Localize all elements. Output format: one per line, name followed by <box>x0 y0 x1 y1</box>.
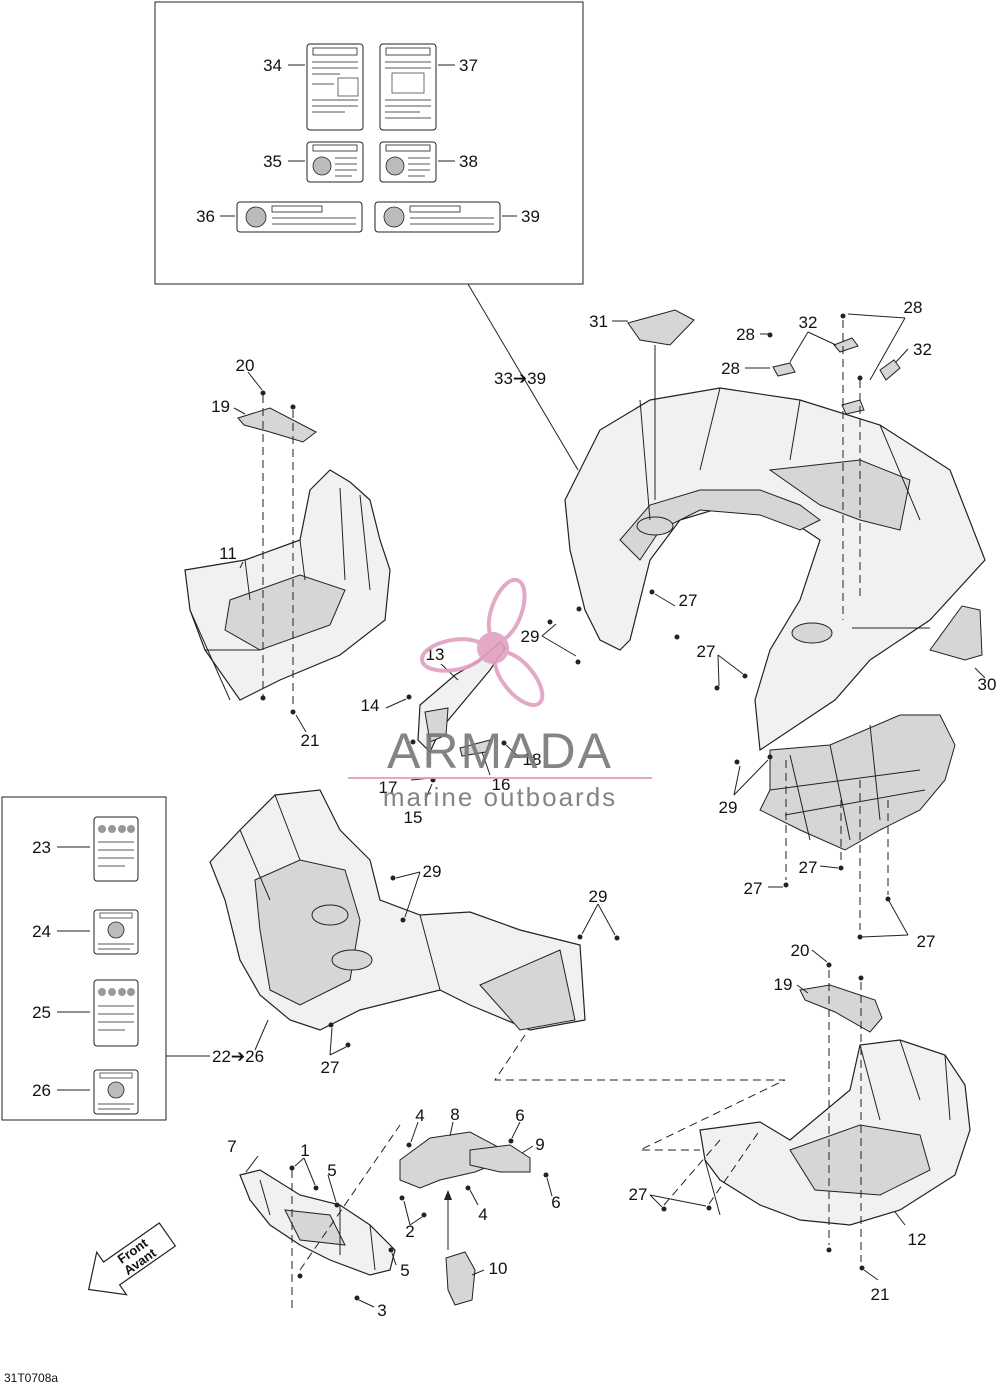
rear-decals-box: 34 37 35 38 36 39 <box>154 1 584 285</box>
callout-27-f: 27 <box>321 1058 340 1077</box>
callout-14: 14 <box>361 696 380 715</box>
front-decals-box: 23 24 25 26 <box>1 796 167 1121</box>
callout-39: 39 <box>521 207 540 226</box>
callout-26: 26 <box>32 1081 51 1100</box>
part-32-clips <box>772 337 901 415</box>
watermark-brand: ARMADA <box>387 723 613 779</box>
diagram-code: 31T0708a <box>4 1371 58 1385</box>
callout-21-right: 21 <box>871 1285 890 1304</box>
callout-34: 34 <box>263 56 282 75</box>
callout-27-d: 27 <box>744 879 763 898</box>
left-footwell-part-11 <box>184 469 391 701</box>
group-label-22-26: 22➔26 <box>212 1047 264 1066</box>
callout-3: 3 <box>377 1301 386 1320</box>
callout-11: 11 <box>219 544 237 563</box>
callout-28-c: 28 <box>904 298 923 317</box>
callout-21-left: 21 <box>301 731 320 750</box>
callout-8: 8 <box>450 1105 459 1124</box>
callout-28-a: 28 <box>736 325 755 344</box>
decal-35 <box>306 141 364 183</box>
decal-37 <box>379 43 437 131</box>
bracket-part-10 <box>445 1251 476 1306</box>
callout-16: 16 <box>492 775 511 794</box>
callout-7: 7 <box>227 1137 236 1156</box>
callout-19-left: 19 <box>211 397 230 416</box>
center-bracket-part-13 <box>417 641 506 757</box>
callout-4-a: 4 <box>415 1106 424 1125</box>
callout-27-b: 27 <box>697 642 716 661</box>
bracket-part-9 <box>469 1144 531 1173</box>
front-fender <box>209 789 586 1031</box>
callout-9: 9 <box>535 1135 544 1154</box>
callout-23: 23 <box>32 838 51 857</box>
callout-29-d: 29 <box>589 887 608 906</box>
part-30-cover <box>929 605 983 661</box>
propeller-logo-icon <box>419 577 545 707</box>
callout-37: 37 <box>459 56 478 75</box>
callout-12: 12 <box>908 1230 927 1249</box>
callout-30: 30 <box>978 675 997 694</box>
callout-27-e: 27 <box>917 932 936 951</box>
rear-fender <box>564 387 986 752</box>
front-direction-arrow: Front Avant <box>87 1222 177 1296</box>
callout-6-a: 6 <box>515 1106 524 1125</box>
decal-38 <box>379 141 437 183</box>
callout-4-b: 4 <box>478 1205 487 1224</box>
callout-35: 35 <box>263 152 282 171</box>
right-footwell-part-12 <box>699 1039 971 1226</box>
footrest-part-19-right <box>799 984 883 1033</box>
decal-24 <box>93 909 139 955</box>
callout-2: 2 <box>405 1222 414 1241</box>
callout-29-b: 29 <box>719 798 738 817</box>
rear-rack <box>759 714 956 851</box>
callout-32-a: 32 <box>799 313 818 332</box>
callout-27-c: 27 <box>799 858 818 877</box>
callout-38: 38 <box>459 152 478 171</box>
watermark-tagline: marine outboards <box>383 782 617 812</box>
callout-6-b: 6 <box>551 1193 560 1212</box>
callout-20-left: 20 <box>236 356 255 375</box>
callout-19-right: 19 <box>774 975 793 994</box>
callout-10: 10 <box>489 1259 508 1278</box>
decal-34 <box>306 43 364 131</box>
callout-29-a: 29 <box>521 627 540 646</box>
callout-32-b: 32 <box>913 340 932 359</box>
callout-28-b: 28 <box>721 359 740 378</box>
callout-27-a: 27 <box>679 591 698 610</box>
group-label-33-39: 33➔39 <box>494 369 546 388</box>
armada-watermark: ARMADA marine outboards <box>348 577 652 812</box>
part-31-cover <box>627 309 695 346</box>
decal-25 <box>93 979 139 1047</box>
callout-24: 24 <box>32 922 51 941</box>
callout-29-c: 29 <box>423 862 442 881</box>
callout-15: 15 <box>404 808 423 827</box>
callout-31: 31 <box>589 312 608 331</box>
decal-26 <box>93 1069 139 1115</box>
callout-17: 17 <box>379 778 398 797</box>
decal-39 <box>374 201 501 233</box>
callout-18: 18 <box>523 750 542 769</box>
callout-27-g: 27 <box>629 1185 648 1204</box>
callout-20-right: 20 <box>791 941 810 960</box>
decal-36 <box>236 201 363 233</box>
front-bumper-part-7 <box>239 1169 396 1276</box>
callout-36: 36 <box>196 207 215 226</box>
callout-5-b: 5 <box>400 1261 409 1280</box>
decal-23 <box>93 816 139 882</box>
callout-25: 25 <box>32 1003 51 1022</box>
callout-5-a: 5 <box>327 1161 336 1180</box>
footrest-part-19-left <box>237 407 317 443</box>
callout-1: 1 <box>300 1141 309 1160</box>
